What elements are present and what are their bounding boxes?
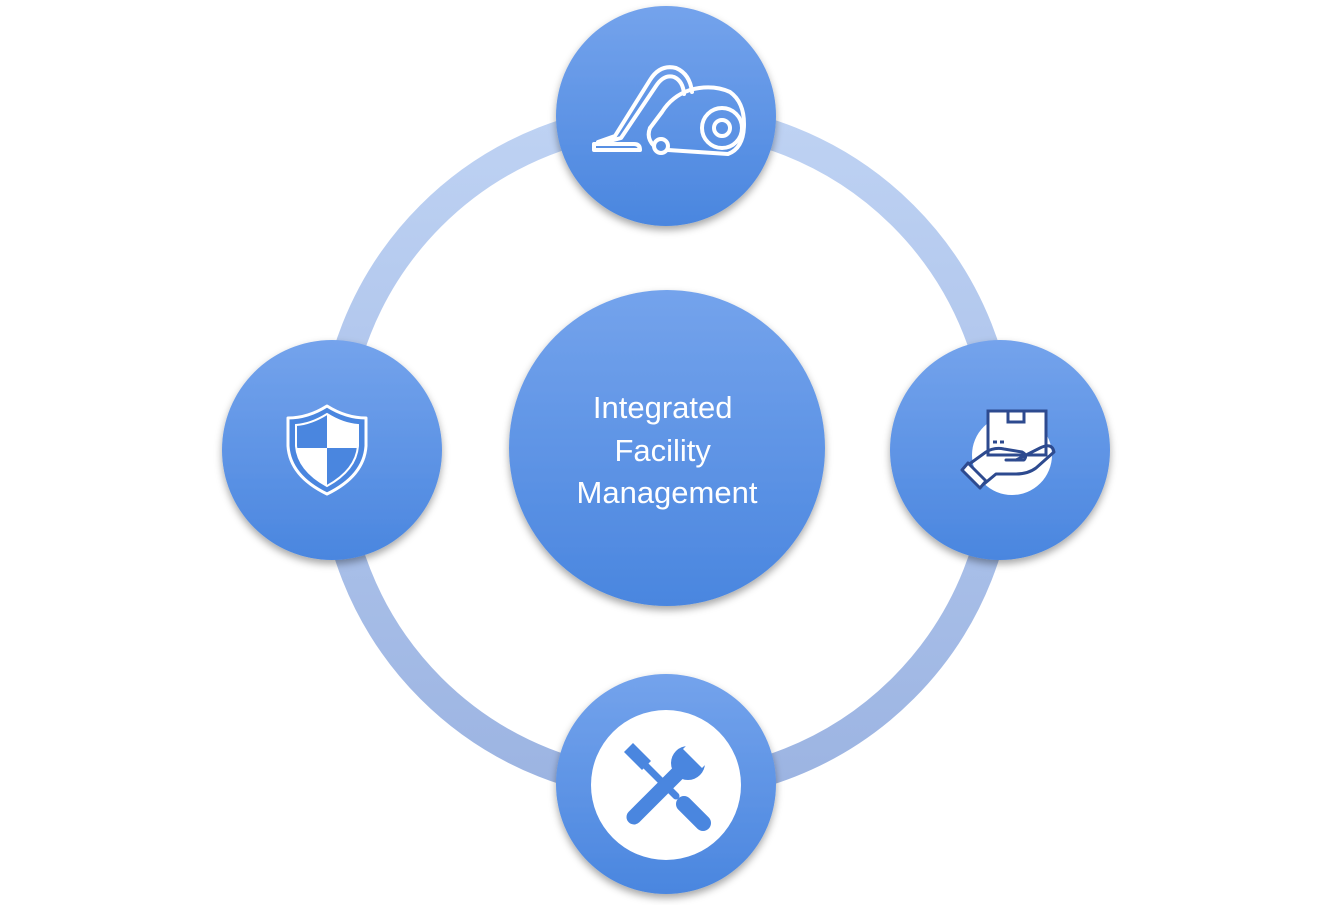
center-circle [509,290,825,606]
center-title-line-3: Management [577,475,758,510]
hand-holding-box-icon [960,409,1056,495]
center-title-line-2: Facility [614,433,711,468]
shield-icon [286,404,368,496]
node-cleaning [556,6,776,226]
vacuum-cleaner-icon [592,65,746,156]
node-maintenance [556,674,776,894]
wrench-screwdriver-icon [591,710,741,860]
center-title: Integrated Facility Management [577,390,758,510]
node-security [222,340,442,560]
center-title-line-1: Integrated [593,390,733,425]
node-logistics [890,340,1110,560]
center-node: Integrated Facility Management [509,290,825,606]
node-cleaning-circle [556,6,776,226]
